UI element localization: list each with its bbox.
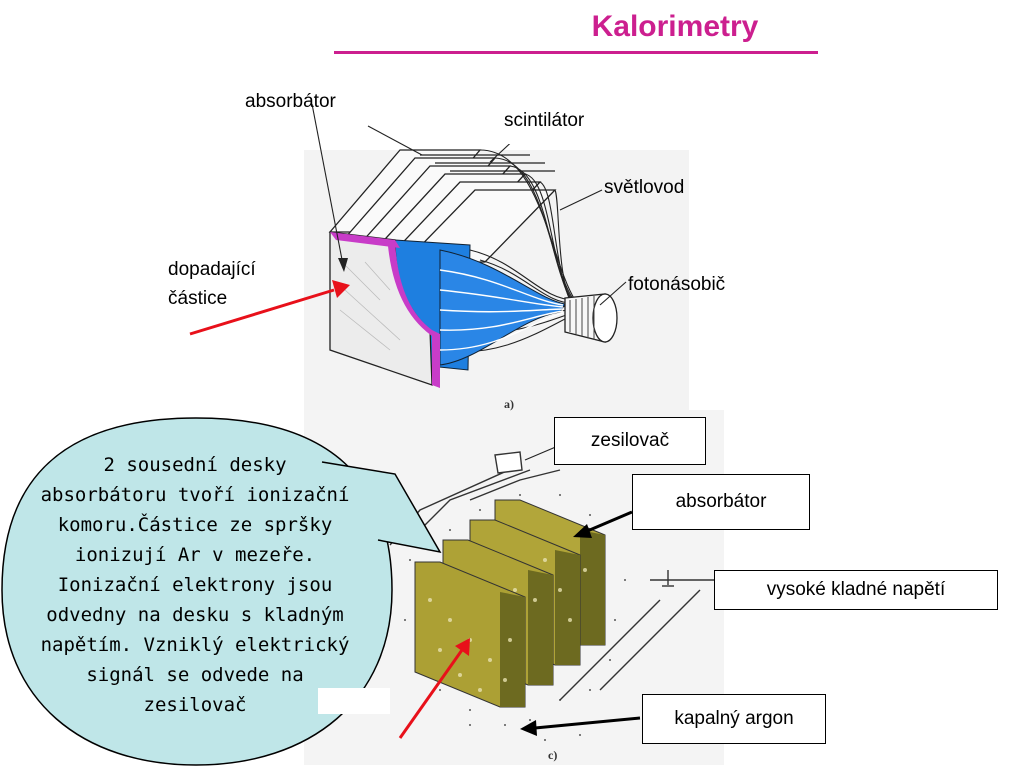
photomultiplier-tube bbox=[564, 293, 618, 343]
absorber-pointer-head bbox=[338, 258, 348, 272]
mask-patch bbox=[318, 688, 390, 714]
incident-particle-arrow-c bbox=[398, 638, 470, 739]
figure-a-tag: a) bbox=[504, 397, 514, 411]
callout-line: Ionizační elektrony jsou bbox=[57, 574, 333, 596]
front-absorber-face bbox=[329, 231, 440, 388]
absorber-plate bbox=[414, 561, 526, 708]
callout-line: zesilovač bbox=[143, 694, 247, 716]
absorber-label-top: absorbátor bbox=[245, 91, 336, 112]
pointer-lines bbox=[311, 103, 627, 461]
black-arrows bbox=[520, 510, 641, 736]
page-title: Kalorimetry bbox=[591, 10, 759, 43]
callout-line: ionizují Ar v mezeře. bbox=[74, 544, 316, 566]
figure-a-calorimeter bbox=[328, 149, 618, 388]
liquid-argon-label: kapalný argon bbox=[642, 694, 826, 744]
figure-c-tag: c) bbox=[548, 748, 558, 762]
callout-line: napětím. Vzniklý elektrický bbox=[40, 634, 350, 656]
incident-particle-arrow-a bbox=[189, 280, 350, 336]
callout-line: signál se odvede na bbox=[86, 664, 304, 686]
photomultiplier-label: fotonásobič bbox=[628, 274, 726, 295]
incident-particles-label-line2: částice bbox=[168, 288, 228, 309]
callout-bubble bbox=[1, 417, 442, 766]
callout-text: 2 sousední desky absorbátoru tvoří ioniz… bbox=[10, 450, 380, 720]
incident-particles-label-line1: dopadající bbox=[168, 259, 256, 280]
high-voltage-label: vysoké kladné napětí bbox=[714, 570, 998, 610]
amplifier-label: zesilovač bbox=[554, 417, 706, 465]
callout-line: absorbátoru tvoří ionizační bbox=[40, 484, 350, 506]
title-underline bbox=[334, 51, 818, 54]
callout-line: komoru.Částice ze spršky bbox=[57, 514, 333, 536]
callout-line: odvedny na desku s kladným bbox=[46, 604, 344, 626]
light-guide-label: světlovod bbox=[604, 177, 685, 198]
amplifier-symbol bbox=[494, 451, 523, 474]
callout-line: 2 sousední desky bbox=[103, 454, 287, 476]
absorber-label-bottom: absorbátor bbox=[632, 474, 810, 530]
scintillator-label: scintilátor bbox=[504, 108, 595, 144]
